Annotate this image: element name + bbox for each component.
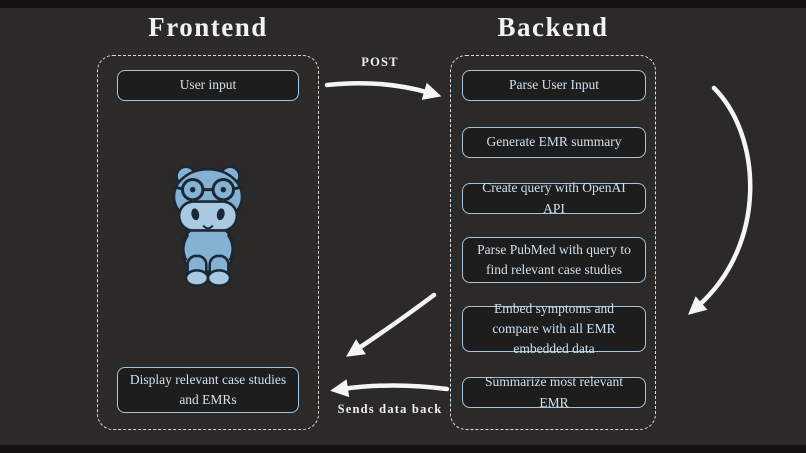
node-generate-emr-summary: Generate EMR summary <box>462 127 646 158</box>
node-user-input: User input <box>117 70 299 101</box>
feedback-loop-arrow <box>688 85 753 315</box>
sends-data-back-label: Sends data back <box>337 402 443 416</box>
node-summarize-emr: Summarize most relevant EMR <box>462 374 646 410</box>
node-parse-user-input: Parse User Input <box>462 70 646 101</box>
node-parse-pubmed: Parse PubMed with query to find relevant… <box>462 237 646 283</box>
frontend-heading: Frontend <box>148 12 268 42</box>
hippo-mascot-illustration <box>157 148 259 301</box>
bottom-letterbox-bar <box>0 445 806 453</box>
hippo-icon <box>172 165 244 287</box>
node-create-openai-query: Create query with OpenAI API <box>462 180 646 216</box>
frontend-panel <box>97 55 319 430</box>
post-arrow <box>324 80 442 100</box>
backend-heading: Backend <box>497 12 609 42</box>
backend-to-frontend-arrow <box>346 292 437 357</box>
sends-data-back-arrow <box>330 379 450 398</box>
backend-panel <box>450 55 656 430</box>
top-letterbox-bar <box>0 0 806 8</box>
post-arrow-label: POST <box>361 55 399 69</box>
node-display-results: Display relevant case studies and EMRs <box>117 367 299 413</box>
